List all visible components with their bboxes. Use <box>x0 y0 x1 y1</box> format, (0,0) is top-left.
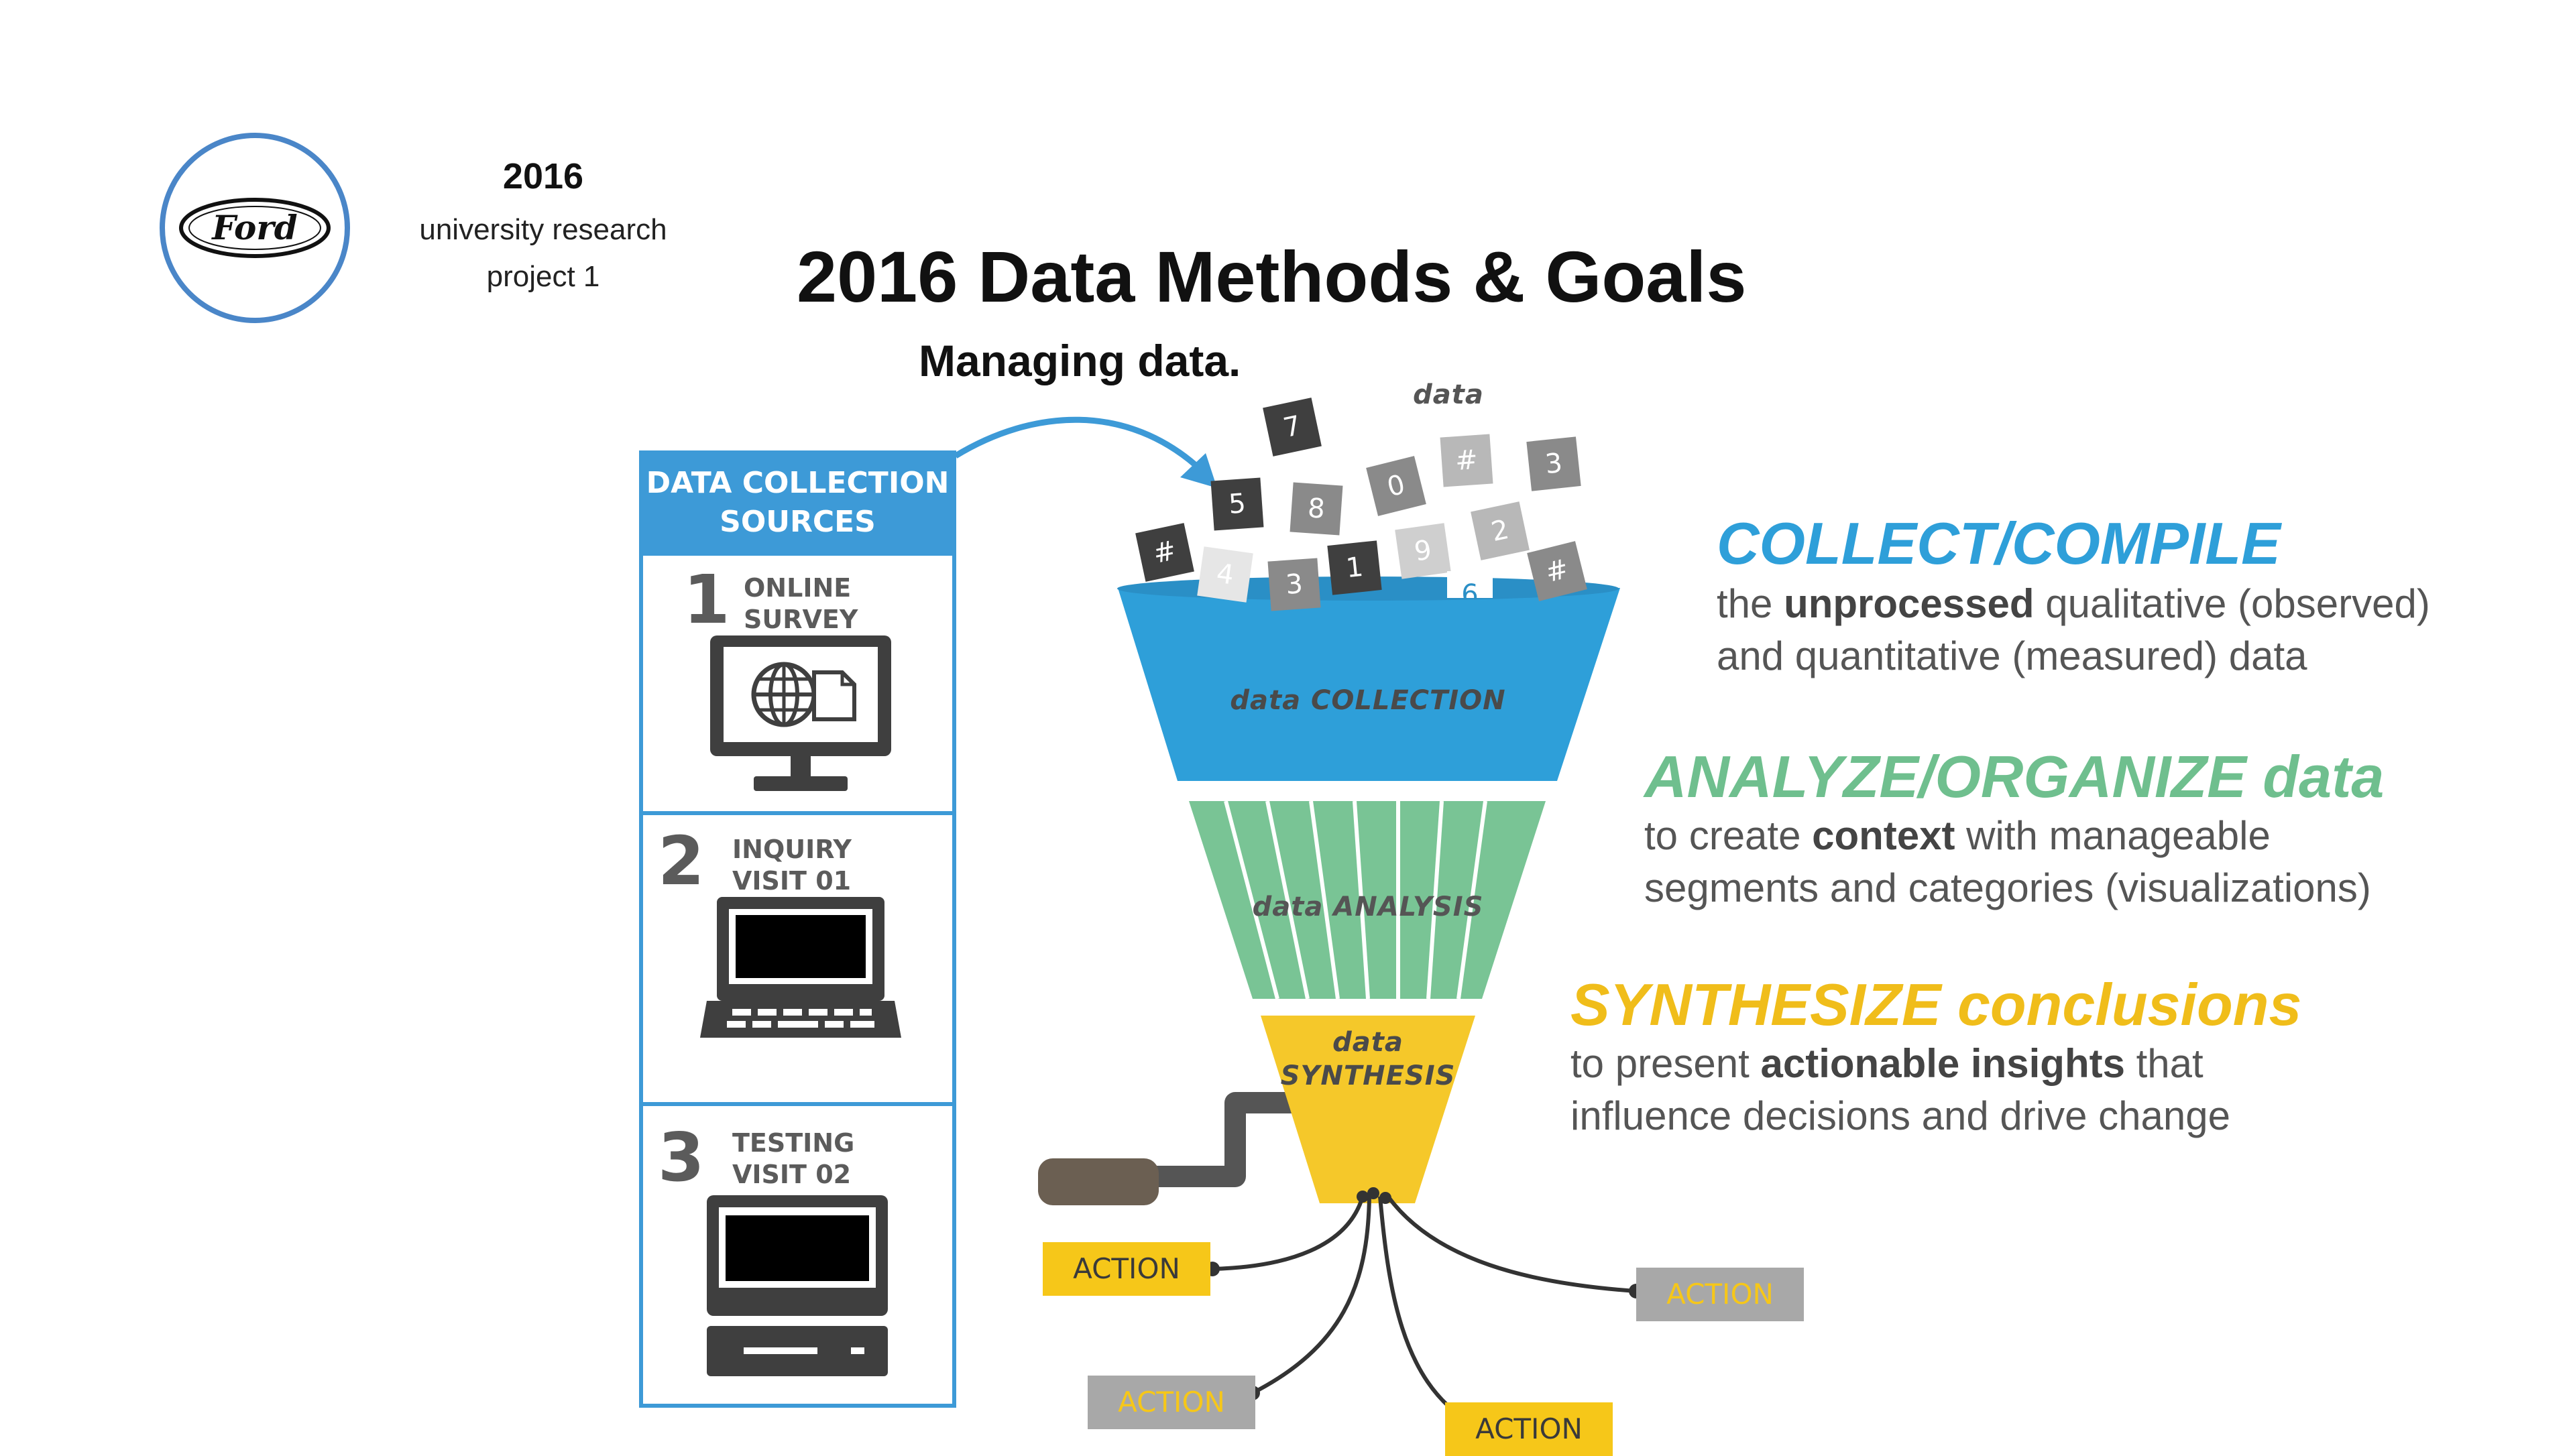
header-subtitle-line: university research <box>419 213 667 246</box>
header-project-line: project 1 <box>486 260 600 293</box>
logo-wordmark: Ford <box>211 208 297 247</box>
page-subtitle: Managing data. <box>919 336 1241 385</box>
action-connectors <box>1205 1187 1644 1429</box>
data-tile: 8 <box>1290 482 1343 536</box>
monitor-globe-icon <box>710 635 891 791</box>
flow-arrow <box>954 416 1217 488</box>
data-tile: 3 <box>1267 558 1321 611</box>
panel-divider <box>643 1102 952 1106</box>
sources-header-line1: DATA COLLECTION <box>646 466 950 500</box>
sources-header-line2: SOURCES <box>720 505 876 539</box>
stage-desc-synthesize: to present actionable insights that infl… <box>1570 1041 2230 1138</box>
data-tile: 2 <box>1471 501 1530 560</box>
action-tag: ACTION <box>1043 1242 1210 1296</box>
header-year: 2016 <box>502 156 584 196</box>
stage-desc-collect: the unprocessed qualitative (observed) a… <box>1717 581 2430 678</box>
data-tile: 6 <box>1447 571 1493 598</box>
desktop-computer-icon <box>707 1195 888 1376</box>
funnel-synthesis-band <box>1261 1016 1475 1203</box>
stage-desc-analyze: to create context with manageable segmen… <box>1644 813 2371 910</box>
action-tag: ACTION <box>1088 1376 1255 1429</box>
data-tile: # <box>1440 434 1493 487</box>
data-tile: 3 <box>1526 436 1581 491</box>
panel-divider <box>643 552 952 556</box>
ford-logo: Ford <box>160 133 350 323</box>
funnel-collection-label: data COLLECTION <box>1230 685 1506 716</box>
data-tile: 7 <box>1263 398 1322 457</box>
crank-handle <box>1038 1092 1324 1205</box>
laptop-icon <box>700 897 901 1038</box>
data-funnel <box>1038 577 1620 1205</box>
stage-title-collect: COLLECT/COMPILE <box>1717 510 2281 577</box>
source-number: 3 <box>658 1118 705 1197</box>
stage-title-analyze: ANALYZE/ORGANIZE data <box>1644 743 2385 810</box>
funnel-analysis-label: data ANALYSIS <box>1252 892 1484 922</box>
data-tile: 4 <box>1197 546 1253 603</box>
action-tag: ACTION <box>1445 1402 1613 1456</box>
source-number: 2 <box>658 822 705 900</box>
data-tile: 1 <box>1327 540 1382 595</box>
funnel-collection-band <box>1118 588 1620 781</box>
action-tag: ACTION <box>1636 1268 1804 1321</box>
stage-title-synthesize: SYNTHESIZE conclusions <box>1570 971 2302 1038</box>
data-tile: 5 <box>1210 477 1264 531</box>
panel-divider <box>643 811 952 815</box>
sources-header: DATA COLLECTION SOURCES <box>643 454 952 552</box>
analysis-stripes <box>1224 800 1487 999</box>
page-title: 2016 Data Methods & Goals <box>797 236 1747 317</box>
funnel-data-label: data <box>1413 379 1484 410</box>
data-tile: # <box>1135 523 1194 582</box>
source-number: 1 <box>683 560 730 639</box>
data-tile: 9 <box>1395 523 1451 579</box>
funnel-synthesis-label: data SYNTHESIS <box>1280 1027 1456 1091</box>
